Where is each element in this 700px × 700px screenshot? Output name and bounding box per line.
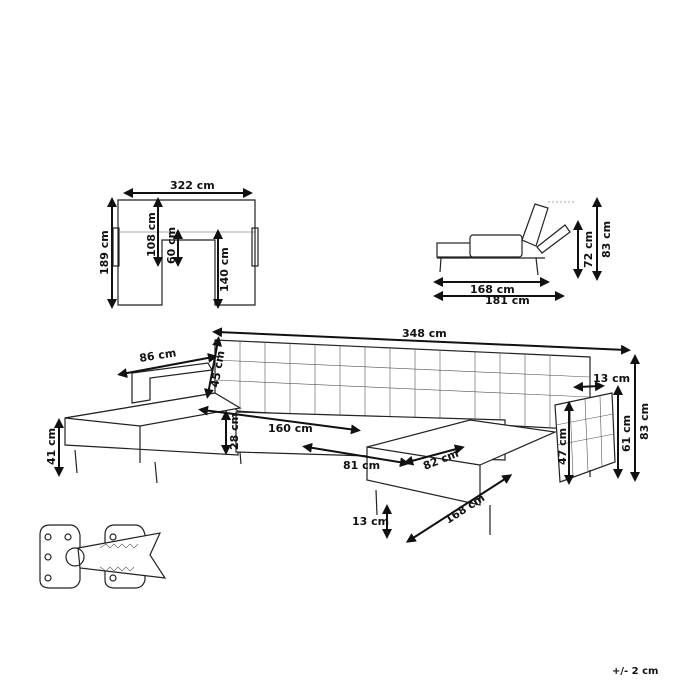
hinge-detail-icon [39,524,167,589]
plan-outline [117,199,256,306]
dim-label-61: 61 cm [620,415,633,452]
dim-label-60: 60 cm [165,227,178,264]
dim-label-181: 181 cm [485,294,530,307]
main-view: 348 cm 86 cm 45 cm 13 cm 83 cm 61 cm 47 … [45,327,651,543]
dim-label-108: 108 cm [145,212,158,257]
dim-label-41: 41 cm [45,428,58,465]
dim-label-72: 72 cm [582,231,595,268]
dim-label-45: 45 cm [208,350,227,389]
dim-label-83-side: 83 cm [600,221,613,258]
dim-label-140: 140 cm [218,247,231,292]
tolerance-note: +/- 2 cm [612,666,659,677]
dim-label-28: 28 cm [228,413,241,450]
dim-label-86: 86 cm [138,346,177,365]
dim-label-13-leg: 13 cm [352,515,389,528]
dim-label-189: 189 cm [98,230,111,275]
dim-label-47: 47 cm [556,428,569,465]
plan-view: 322 cm 189 cm 108 cm 60 cm 140 cm [98,179,259,309]
dim-label-160: 160 cm [268,422,313,435]
dim-label-83: 83 cm [638,403,651,440]
dim-label-348: 348 cm [402,327,447,340]
plan-right-arm [251,227,259,267]
dim-label-81: 81 cm [343,459,380,472]
dim-label-13-arm: 13 cm [593,372,630,385]
legs [74,449,591,535]
side-view: 168 cm 181 cm 72 cm 83 cm [433,197,613,307]
dim-label-322: 322 cm [170,179,215,192]
